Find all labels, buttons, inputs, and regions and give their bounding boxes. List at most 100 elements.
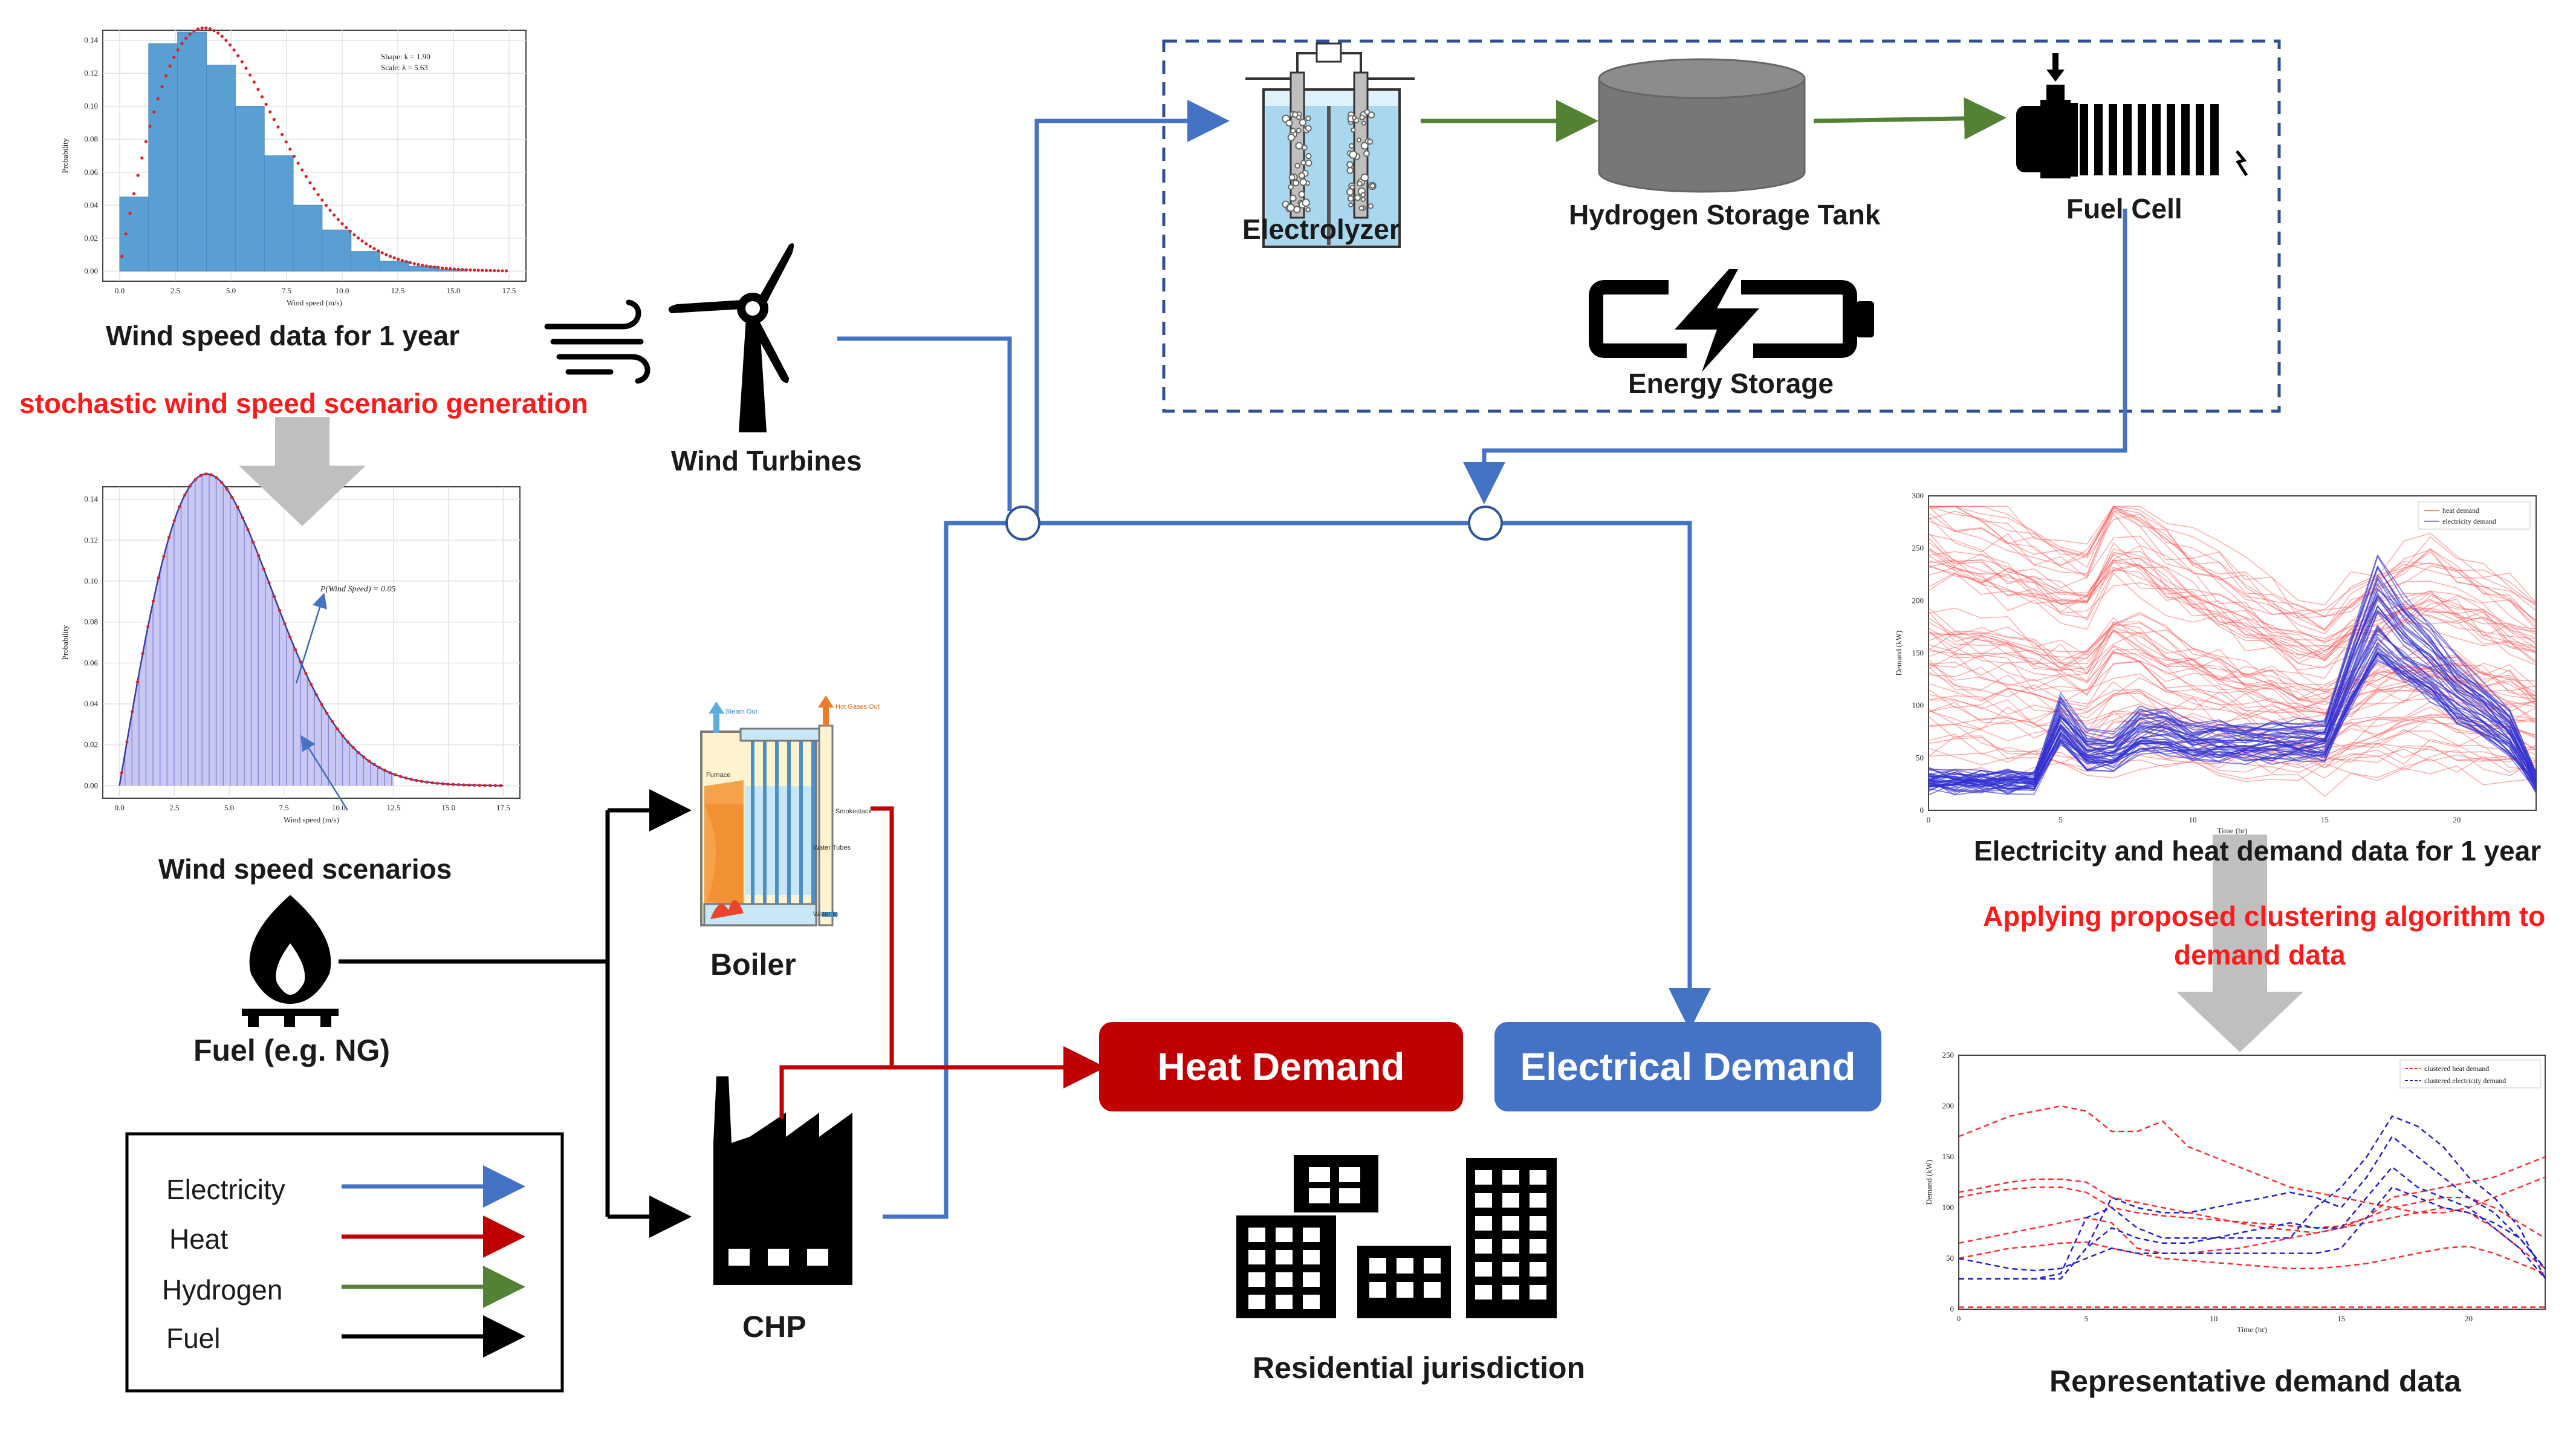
hist-fit-point: [377, 249, 380, 253]
hist-fit-point: [220, 34, 224, 38]
scen-annotation-arrow-2: [300, 735, 349, 811]
scen-fit-point: [131, 710, 134, 714]
building-window: [1475, 1193, 1492, 1208]
rep-ytick: 100: [1942, 1203, 1955, 1212]
scen-fit-point: [162, 555, 166, 558]
heat-demand-box: Heat Demand: [1099, 1022, 1463, 1111]
building-window: [1303, 1272, 1320, 1287]
demand-elec-line: [1928, 588, 2537, 781]
hist-fit-point: [140, 156, 144, 160]
scen-fit-point: [273, 594, 276, 599]
demand-xtick: 5: [2059, 815, 2063, 824]
hist-fit-point: [228, 43, 232, 47]
demand-ytick: 0: [1920, 805, 1924, 815]
hist-fit-point: [380, 251, 384, 255]
electrolyzer-bubble: [1305, 153, 1312, 160]
scen-fit-point: [362, 755, 366, 759]
demand-heat-line: [1929, 506, 2537, 617]
scen-fit-point: [288, 635, 292, 639]
rep-ytick: 200: [1942, 1101, 1955, 1110]
electrolyzer-bubble: [1299, 119, 1307, 126]
demand-heat-line: [1928, 506, 2537, 631]
building-window: [1309, 1167, 1330, 1182]
building-window: [1248, 1228, 1265, 1242]
rep-ytick: 250: [1942, 1050, 1955, 1059]
building-window: [1339, 1188, 1360, 1203]
building-window: [1475, 1216, 1492, 1231]
scen-xtick: 5.0: [224, 803, 234, 812]
stochastic-down-arrow: [239, 417, 366, 526]
electrolyzer-bubble: [1358, 205, 1364, 211]
hist-fit-point: [168, 64, 172, 68]
rep-heat-line: [1958, 1105, 2546, 1214]
electrolyzer-bubble: [1286, 203, 1295, 212]
scen-fit-point: [415, 778, 418, 782]
electrolyzer-bubble: [1351, 127, 1356, 133]
rep-ytick: 0: [1950, 1304, 1955, 1313]
scen-fit-point: [304, 672, 308, 675]
hist-fit-point: [452, 267, 456, 271]
electrolyzer-bubble: [1367, 203, 1374, 209]
hist-fit-point: [392, 256, 396, 260]
demand-heat-line: [1928, 607, 2537, 691]
building-window: [1276, 1295, 1293, 1309]
hist-fit-point: [216, 31, 220, 35]
demand-heat-line: [1928, 532, 2537, 656]
fuel-cell-fin: [2094, 104, 2103, 175]
hist-ytick: 0.10: [84, 102, 98, 111]
demand-heat-line: [1928, 693, 2537, 755]
demand-legend-box: [2418, 501, 2531, 530]
electrolyzer-bubble: [1302, 145, 1308, 151]
fuel-cell-label: Fuel Cell: [2066, 193, 2182, 224]
hist-fit-point: [352, 233, 356, 236]
scen-fit-point: [346, 740, 350, 744]
scen-fit-point: [135, 680, 139, 684]
hist-xtick: 7.5: [282, 286, 291, 295]
scen-fit-point: [262, 567, 265, 571]
scen-fit-point: [125, 740, 129, 744]
boiler-smokestack-label: Smokestack: [835, 808, 872, 815]
scen-fit-point: [383, 769, 387, 772]
hist-xtick: 2.5: [170, 286, 180, 295]
hist-fit-point: [481, 268, 484, 272]
hist-fit-point: [124, 232, 128, 236]
electrolyzer-bubble: [1296, 128, 1302, 134]
hist-fit-point: [388, 255, 392, 258]
demand-heat-line: [1928, 702, 2537, 753]
scen-fit-point: [283, 622, 287, 626]
electrolyzer-bubble: [1367, 138, 1374, 145]
electrolyzer-bubble: [1287, 133, 1296, 142]
scen-fit-point: [220, 481, 224, 484]
demand-heat-line: [1928, 572, 2537, 671]
rep-elec-line: [1959, 1115, 2546, 1280]
demand-ylabel: Demand (kW): [1894, 631, 1903, 676]
hist-fit-point: [208, 27, 212, 31]
building-window: [1303, 1228, 1320, 1242]
hist-xlabel: Wind speed (m/s): [287, 298, 342, 307]
junction-node-1: [1005, 506, 1040, 541]
demand-elec-line: [1928, 652, 2537, 791]
fuel-label: Fuel (e.g. NG): [193, 1033, 390, 1067]
demand-legend-elec: electricity demand: [2442, 517, 2496, 525]
hist-xtick: 15.0: [447, 286, 461, 295]
building-window: [1475, 1239, 1492, 1254]
wind-data-label: Wind speed data for 1 year: [106, 320, 459, 351]
hist-ytick: 0.04: [84, 200, 98, 209]
building-window: [1303, 1295, 1320, 1309]
electrolyzer-bubble: [1359, 114, 1365, 120]
energy-storage-label: Energy Storage: [1628, 368, 1834, 399]
hist-fit-point: [320, 198, 324, 202]
scen-fit-point: [293, 648, 297, 651]
building-window: [1502, 1193, 1519, 1208]
demand-heat-line: [1928, 681, 2537, 747]
hist-fit-point: [120, 255, 124, 258]
fuel-flame-icon: [242, 895, 339, 1027]
demand-heat-line: [1928, 735, 2537, 779]
hist-fit-point: [412, 262, 416, 265]
hist-bar: [177, 31, 207, 272]
demand-legend-heat: heat demand: [2442, 506, 2479, 515]
scen-fit-point: [310, 683, 313, 686]
scen-fit-point: [204, 472, 208, 476]
hist-bar: [235, 106, 265, 272]
demand-xtick: 0: [1927, 815, 1931, 824]
